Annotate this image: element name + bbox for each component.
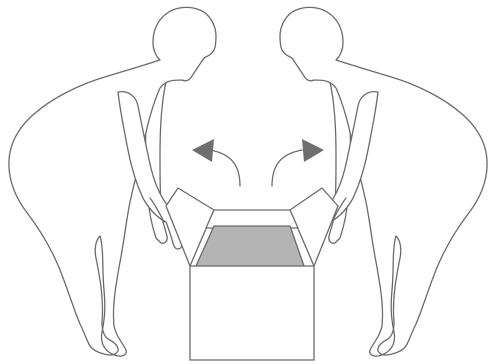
box-interior [195,225,305,267]
left-person [8,6,217,357]
curved-arrow-up-left-icon [192,139,241,187]
left-arrow-stem [209,149,241,187]
open-box [165,187,339,361]
left-person-body [8,6,217,357]
curved-arrow-up-right-icon [271,139,324,187]
box-body [189,265,315,361]
left-person-hand-line [149,197,165,223]
right-person-body [279,6,488,357]
right-arrow-stem [271,149,303,187]
box-back-flap [205,209,299,229]
right-arrow-head [302,139,324,162]
left-arrow-head [192,139,214,162]
box-right-flap [289,187,339,267]
box-left-flap [165,187,215,267]
